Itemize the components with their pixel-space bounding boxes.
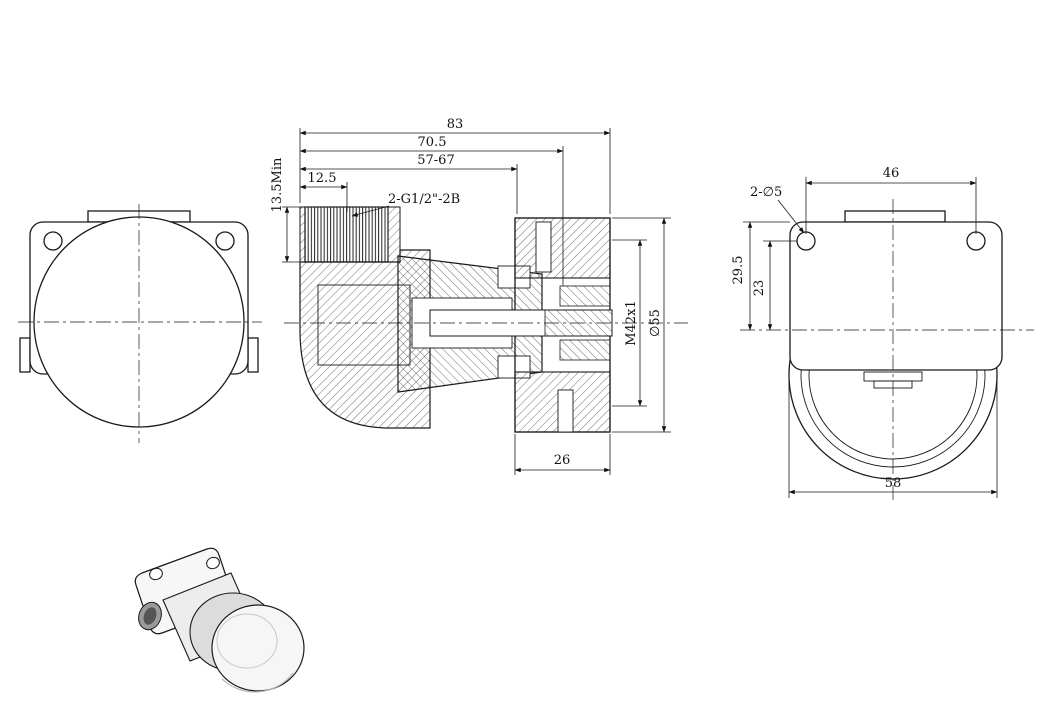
front-mount-hole-right [215, 231, 235, 251]
label-mount-holes: 2-∅5 [750, 185, 805, 234]
dim-26: 26 [514, 434, 611, 475]
stem-nut-lower [559, 339, 611, 361]
dim-58: 58 [788, 378, 998, 498]
side-top-tab [844, 210, 946, 223]
front-right-lug [247, 337, 259, 373]
dim-m42x1: M42x1 [612, 239, 647, 407]
stem-nut-upper [559, 285, 611, 307]
front-mount-hole-left [43, 231, 63, 251]
dim-dia55: ∅55 [612, 217, 671, 433]
dim-23: 23 [752, 240, 797, 331]
dim-83-text: 83 [447, 117, 464, 132]
dim-dia55-text: ∅55 [648, 309, 663, 337]
dim-26-text: 26 [554, 453, 571, 468]
dim-83: 83 [299, 117, 611, 214]
side-flange-plate [789, 221, 1003, 371]
dim-12-5: 12.5 [299, 171, 348, 212]
iso-knob-shading [221, 672, 294, 693]
side-mount-hole-left [796, 231, 816, 251]
fixing-screw-bottom [557, 389, 574, 433]
inlet-thread-wall-left [299, 206, 306, 263]
front-view [18, 204, 262, 443]
iso-hole-left [149, 567, 163, 581]
dim-29-5-text: 29.5 [731, 256, 746, 285]
iso-knob-face [216, 613, 278, 669]
dim-57-67: 57-67 [299, 153, 518, 214]
isometric-view [134, 547, 305, 693]
section-view: 83 70.5 57-67 12.5 13.5Min 2-G1/2"-2B [270, 117, 688, 475]
dim-46: 46 [805, 166, 977, 234]
iso-knob [211, 604, 305, 692]
dim-57-67-text: 57-67 [417, 153, 454, 168]
escutcheon-top-block [514, 217, 611, 279]
dim-13-5-min: 13.5Min [270, 157, 300, 263]
dim-23-text: 23 [752, 280, 767, 297]
side-mount-hole-right [966, 231, 986, 251]
fixing-screw-top [535, 221, 552, 273]
side-view: 46 2-∅5 29.5 23 58 [731, 166, 1034, 503]
dim-m42x1-text: M42x1 [624, 300, 639, 345]
front-left-lug [19, 337, 31, 373]
inlet-threads [304, 206, 389, 263]
inlet-thread-text: 2-G1/2"-2B [388, 192, 460, 207]
dim-46-text: 46 [883, 166, 900, 181]
dim-12-5-text: 12.5 [308, 171, 337, 186]
dim-58-text: 58 [885, 476, 902, 491]
label-inlet-thread: 2-G1/2"-2B [351, 192, 460, 217]
iso-inlet-bore [143, 607, 157, 625]
iso-hole-right [206, 556, 220, 570]
dim-13-5-min-text: 13.5Min [270, 157, 285, 212]
dim-70-5: 70.5 [299, 135, 564, 286]
mount-holes-text: 2-∅5 [750, 185, 782, 200]
dim-70-5-text: 70.5 [418, 135, 447, 150]
inlet-thread-wall-right [387, 206, 401, 263]
dim-29-5: 29.5 [731, 221, 790, 331]
